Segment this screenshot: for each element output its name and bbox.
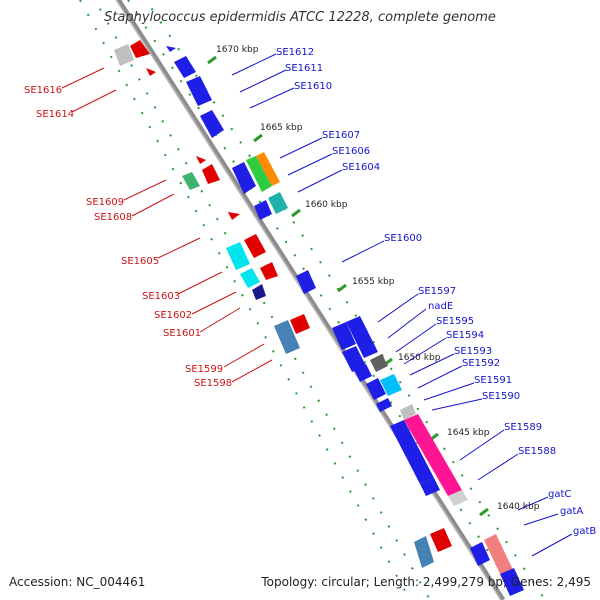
gene-feature[interactable]	[182, 172, 200, 190]
gene-feature[interactable]	[366, 378, 386, 400]
gene-label[interactable]: SE1599	[185, 364, 223, 375]
gene-feature[interactable]	[146, 68, 156, 76]
kbp-label: 1660 kbp	[305, 200, 348, 210]
gene-label[interactable]: gatB	[573, 526, 596, 537]
gene-feature[interactable]	[346, 316, 378, 358]
accession-text: Accession: NC_004461	[9, 575, 146, 589]
kbp-label: 1640 kbp	[497, 502, 540, 512]
gene-feature[interactable]	[400, 404, 416, 420]
gene-feature[interactable]	[244, 234, 266, 258]
gene-label[interactable]: gatA	[560, 506, 583, 517]
gene-label[interactable]: SE1591	[474, 375, 512, 386]
gene-feature[interactable]	[174, 56, 196, 78]
gene-label[interactable]: SE1594	[446, 330, 484, 341]
gene-feature[interactable]	[226, 242, 250, 270]
gene-feature[interactable]	[114, 44, 134, 66]
gene-label[interactable]: SE1606	[332, 146, 370, 157]
gene-feature[interactable]	[228, 212, 240, 220]
gene-label[interactable]: SE1600	[384, 233, 422, 244]
gene-feature[interactable]	[130, 40, 150, 58]
gene-feature[interactable]	[232, 162, 256, 194]
reverse-strand-features	[114, 40, 452, 568]
gene-label[interactable]: SE1601	[163, 328, 201, 339]
gene-feature[interactable]	[484, 534, 514, 578]
gene-label[interactable]: gatC	[548, 489, 571, 500]
gene-label[interactable]: SE1610	[294, 81, 332, 92]
forward-leaders	[231, 53, 573, 557]
gene-feature[interactable]	[414, 536, 434, 568]
gene-feature[interactable]	[166, 46, 176, 52]
gene-feature[interactable]	[332, 322, 356, 350]
gene-feature[interactable]	[430, 528, 452, 552]
gene-feature[interactable]	[240, 268, 260, 288]
gene-feature[interactable]	[268, 192, 288, 214]
kbp-label: 1655 kbp	[352, 277, 395, 287]
gene-label[interactable]: SE1595	[436, 316, 474, 327]
forward-strand-features	[174, 56, 524, 596]
gene-feature[interactable]	[246, 156, 272, 192]
kbp-label: 1670 kbp	[216, 45, 259, 55]
gene-feature[interactable]	[252, 284, 266, 300]
gene-feature[interactable]	[254, 200, 272, 220]
genome-backbone	[115, 0, 506, 600]
gene-feature[interactable]	[290, 314, 310, 334]
gene-label[interactable]: SE1603	[142, 291, 180, 302]
genome-backbone-highlight	[115, 0, 502, 600]
gene-label[interactable]: SE1597	[418, 286, 456, 297]
gene-feature[interactable]	[470, 542, 490, 566]
gene-feature[interactable]	[376, 398, 392, 412]
gene-label[interactable]: SE1598	[194, 378, 232, 389]
gene-feature[interactable]	[186, 76, 212, 106]
gene-feature[interactable]	[202, 164, 220, 184]
gene-feature[interactable]	[420, 478, 440, 496]
gene-label[interactable]: SE1589	[504, 422, 542, 433]
genome-summary-text: Topology: circular; Length: 2,499,279 bp…	[261, 575, 591, 589]
gene-feature[interactable]	[390, 420, 434, 484]
gene-label[interactable]: SE1590	[482, 391, 520, 402]
gene-label[interactable]: SE1607	[322, 130, 360, 141]
gene-feature[interactable]	[354, 364, 372, 382]
gene-feature[interactable]	[256, 152, 280, 186]
kbp-label: 1650 kbp	[398, 353, 441, 363]
gene-feature[interactable]	[274, 320, 300, 354]
gene-label[interactable]: SE1612	[276, 47, 314, 58]
genome-title: Staphylococcus epidermidis ATCC 12228, c…	[104, 10, 496, 25]
gene-feature[interactable]	[500, 568, 524, 596]
gene-feature[interactable]	[296, 270, 316, 294]
gene-label[interactable]: SE1608	[94, 212, 132, 223]
gene-feature[interactable]	[370, 354, 388, 372]
gene-feature[interactable]	[380, 374, 402, 396]
gene-feature[interactable]	[404, 414, 462, 496]
gene-feature[interactable]	[448, 490, 468, 506]
kbp-label: 1665 kbp	[260, 123, 303, 133]
reverse-leaders	[61, 67, 273, 383]
gene-label[interactable]: SE1609	[86, 197, 124, 208]
gene-label[interactable]: SE1614	[36, 109, 74, 120]
gene-label[interactable]: SE1616	[24, 85, 62, 96]
gene-feature[interactable]	[342, 346, 366, 372]
gene-label[interactable]: SE1604	[342, 162, 380, 173]
gene-label[interactable]: SE1592	[462, 358, 500, 369]
gene-feature[interactable]	[200, 110, 224, 138]
gene-label[interactable]: SE1593	[454, 346, 492, 357]
kbp-label: 1645 kbp	[447, 428, 490, 438]
gene-feature[interactable]	[196, 156, 206, 164]
gene-feature[interactable]	[260, 262, 278, 280]
gene-label[interactable]: nadE	[428, 301, 453, 312]
gene-label[interactable]: SE1588	[518, 446, 556, 457]
gene-label[interactable]: SE1605	[121, 256, 159, 267]
gene-label[interactable]: SE1602	[154, 310, 192, 321]
gene-label[interactable]: SE1611	[285, 63, 323, 74]
